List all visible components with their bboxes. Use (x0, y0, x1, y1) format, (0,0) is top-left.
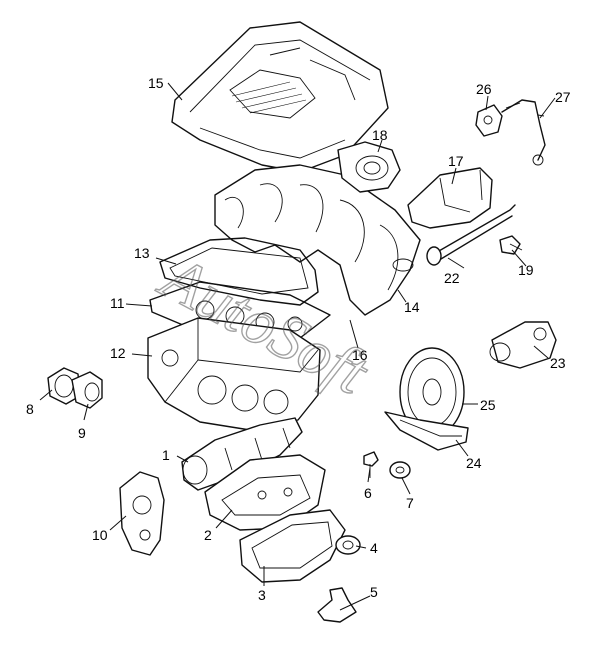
callout-19: 19 (518, 262, 534, 278)
callout-14: 14 (404, 299, 420, 315)
callout-24: 24 (466, 455, 482, 471)
part-17-air-duct[interactable] (407, 167, 493, 229)
callout-18: 18 (372, 127, 388, 143)
part-6-bolt[interactable] (363, 451, 379, 478)
part-12-cylinder-block[interactable] (147, 317, 321, 431)
callout-15: 15 (148, 75, 164, 91)
callout-3: 3 (258, 587, 266, 603)
part-26-sensor[interactable] (475, 104, 503, 137)
callout-5: 5 (370, 584, 378, 600)
callout-labels: 15 18 17 26 27 13 11 12 14 16 22 19 23 2… (26, 75, 571, 603)
part-24-bracket[interactable] (384, 411, 469, 451)
part-23-pump[interactable] (489, 321, 557, 369)
part-13-gasket[interactable] (159, 237, 319, 306)
part-1-crankshaft[interactable] (181, 417, 303, 491)
part-19-sensor-plug[interactable] (499, 235, 523, 255)
part-4-drain-plug[interactable] (335, 535, 361, 555)
part-7-seal[interactable] (389, 461, 411, 479)
callout-7: 7 (406, 495, 414, 511)
callout-22: 22 (444, 270, 460, 286)
callout-26: 26 (476, 81, 492, 97)
callout-8: 8 (26, 401, 34, 417)
leader-lines (39, 82, 556, 611)
part-22-actuator-rod[interactable] (426, 204, 516, 266)
callout-16: 16 (352, 347, 368, 363)
part-10-timing-cover[interactable] (119, 471, 165, 556)
part-5-engine-mount[interactable] (317, 587, 357, 623)
callout-9: 9 (78, 425, 86, 441)
callout-17: 17 (448, 153, 464, 169)
callout-6: 6 (364, 485, 372, 501)
callout-25: 25 (480, 397, 496, 413)
callout-23: 23 (550, 355, 566, 371)
callout-27: 27 (555, 89, 571, 105)
callout-1: 1 (162, 447, 170, 463)
callout-2: 2 (204, 527, 212, 543)
callout-13: 13 (134, 245, 150, 261)
callout-10: 10 (92, 527, 108, 543)
callout-11: 11 (110, 295, 125, 311)
callout-12: 12 (110, 345, 126, 361)
part-3-oil-pan[interactable] (239, 509, 346, 583)
part-2-crankcase[interactable] (204, 454, 326, 531)
part-9-tensioner[interactable] (71, 371, 103, 409)
part-18-throttle-body[interactable] (337, 141, 401, 193)
callout-4: 4 (370, 540, 378, 556)
part-27-hose[interactable] (501, 99, 546, 166)
part-14-intake-manifold[interactable] (214, 164, 421, 316)
